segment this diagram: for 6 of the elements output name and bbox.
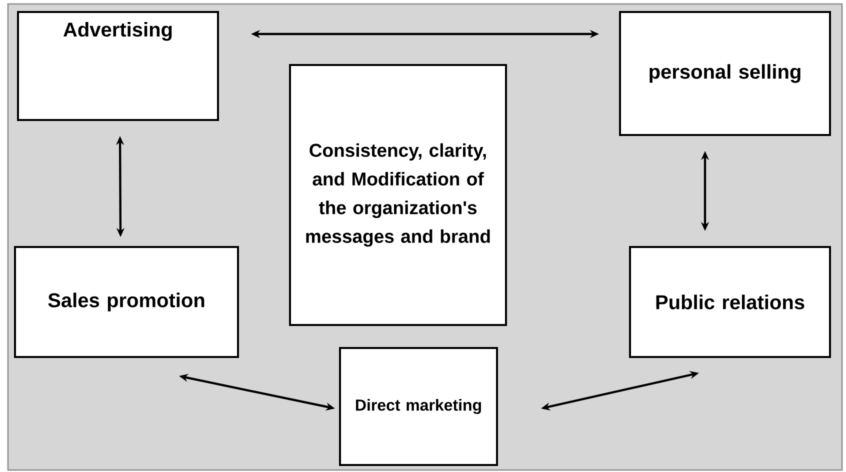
text-box: Consistency, clarity, and Modification of the organization's messages and brand xyxy=(289,64,507,326)
text-box: Direct marketing xyxy=(339,347,498,466)
text-box: Advertising xyxy=(17,11,219,121)
text-box: personal selling xyxy=(619,11,831,136)
text-box: Sales promotion xyxy=(14,246,239,358)
text-box: Public relations xyxy=(629,246,831,358)
